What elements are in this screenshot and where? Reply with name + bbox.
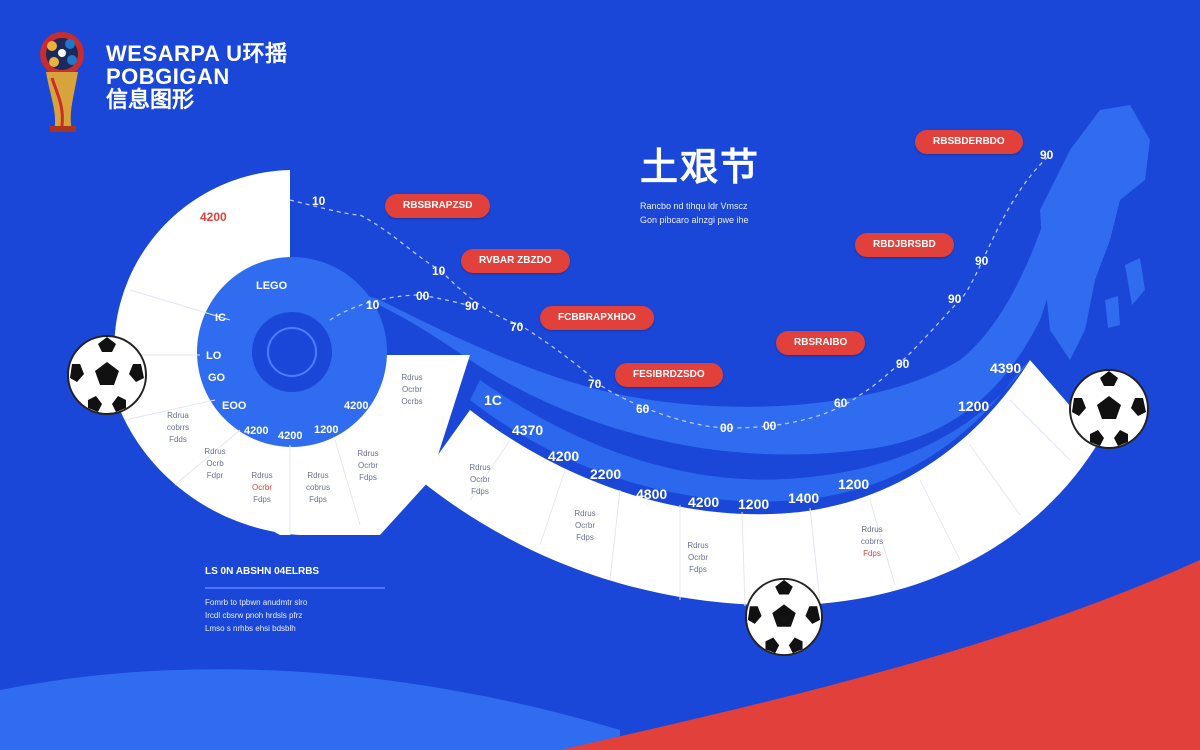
band-number: 4200: [548, 448, 580, 464]
soccer-ball-icon: [744, 577, 824, 657]
route-node: 90: [465, 299, 479, 313]
soccer-ball-icon: [67, 335, 147, 415]
route-node: 60: [834, 396, 848, 410]
route-node: 10: [366, 298, 380, 312]
route-node: 70: [510, 320, 524, 334]
spiral-core: [252, 312, 332, 392]
band-number: 4370: [512, 422, 544, 438]
route-node: 00: [763, 419, 777, 433]
ring-number: IC: [215, 312, 226, 324]
band-number: 1200: [738, 496, 770, 512]
bottom-wave-blue: [0, 669, 620, 750]
footer-line-2: Ircdl cbsrw pnoh hrdsls pfrz: [205, 610, 303, 620]
route-label-5: RBSBDERBDO: [915, 130, 1023, 154]
footer-note: LS 0N ABSHN 04ELRBS Fomrb to tpbwn anudm…: [205, 566, 385, 635]
route-node: 90: [896, 357, 910, 371]
footer-line-1: Fomrb to tpbwn anudmtr slro: [205, 598, 308, 607]
brand-line-3: 信息图形: [106, 87, 195, 113]
spiral-core-ring: [267, 327, 317, 377]
route-label-7: RBSRAIBO: [776, 331, 866, 355]
route-label-6: RBDJBRSBD: [855, 233, 954, 257]
route-node: 90: [975, 254, 989, 268]
ring-number: 4200: [344, 400, 369, 412]
ring-number: 1200: [314, 424, 339, 436]
route-node: 60: [636, 402, 650, 416]
page-title: 土艰节: [640, 147, 761, 189]
page-subtitle: Rancbo nd tihqu ldr Vmscz Gon pibcaro al…: [640, 199, 760, 228]
band-number: 4390: [990, 360, 1022, 376]
footer-divider: [205, 587, 385, 589]
band-number: 2200: [590, 466, 622, 482]
band-dividers: [115, 289, 1071, 607]
route-label-3: FCBBRAPXHDO: [540, 306, 654, 330]
page-subtitle-line-2: Gon pibcaro alnzgi pwe ihe: [640, 215, 749, 226]
route-node: 00: [720, 421, 734, 435]
route-label-1: RBSBRAPZSD: [385, 194, 491, 218]
bottom-wave-red: [560, 560, 1200, 750]
trophy-logo-icon: [38, 30, 86, 132]
page-subtitle-line-1: Rancbo nd tihqu ldr Vmscz: [640, 201, 748, 211]
ring-number: GO: [208, 372, 226, 384]
brand-title: WESARPA U环揺 POBGIGAN 信息图形: [106, 42, 288, 111]
band-number: 1200: [958, 398, 990, 414]
band-number: 1C: [484, 392, 502, 408]
ring-number: EOO: [222, 400, 247, 412]
ring-number: 4200: [244, 425, 269, 437]
ring-number: 4200: [278, 430, 303, 442]
map-silhouette: [1040, 105, 1150, 360]
route-node: 10: [312, 194, 326, 208]
brand-line-1: WESARPA U环揺: [106, 41, 288, 66]
map-islands: [1105, 258, 1145, 328]
brand-line-2: POBGIGAN: [106, 64, 230, 90]
footer-heading: LS 0N ABSHN 04ELRBS: [205, 566, 320, 577]
band-number: 4800: [636, 486, 668, 502]
route-label-2: RVBAR ZBZDO: [461, 249, 570, 273]
band-number: 1200: [838, 476, 870, 492]
band-number: 1400: [788, 490, 820, 506]
spiral-band-white: [420, 360, 1100, 606]
spiral-band-stripe: [470, 360, 1030, 502]
route-node: 00: [416, 289, 430, 303]
footer-line-3: Lmso s nrhbs ehsi bdsblh: [205, 623, 296, 633]
route-label-4: FESIBRDZSDO: [615, 363, 723, 387]
ring-number: LEGO: [256, 280, 288, 292]
heading-block: 土艰节 Rancbo nd tihqu ldr Vmscz Gon pibcar…: [640, 136, 760, 228]
route-node: 70: [588, 377, 602, 391]
outer-arc-label: 4200: [200, 210, 227, 224]
route-node: 90: [948, 292, 962, 306]
band-number: 4200: [688, 494, 720, 510]
soccer-ball-icon: [1069, 369, 1149, 449]
ring-number: LO: [206, 350, 222, 362]
dashed-route: [289, 154, 1051, 429]
route-node: 90: [1040, 148, 1054, 162]
route-node: 10: [432, 264, 446, 278]
